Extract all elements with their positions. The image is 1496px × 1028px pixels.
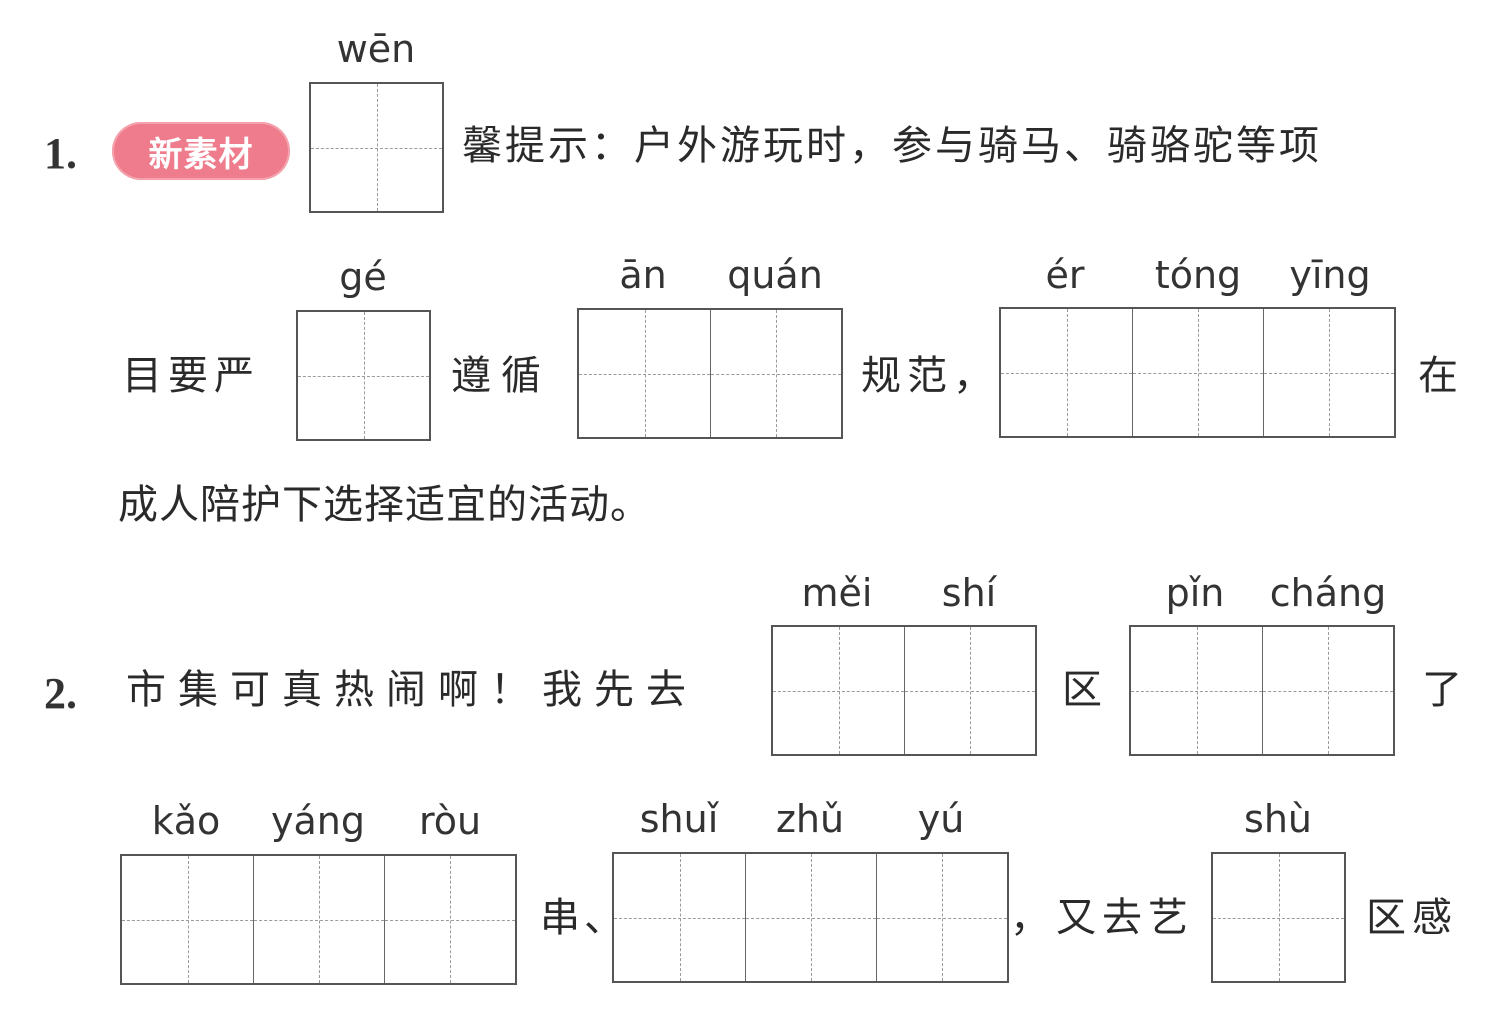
pinyin-rou: ròu [418,799,482,843]
answer-box-ertongying[interactable] [999,307,1396,438]
question-number-1: 1. [44,129,77,178]
writing-cell[interactable] [1131,627,1262,754]
writing-cell[interactable] [773,627,904,754]
pinyin-shui: shuǐ [639,797,719,841]
pinyin-shi: shí [941,571,997,615]
writing-cell[interactable] [298,312,429,439]
writing-cell[interactable] [710,310,841,437]
q1-line2-mid2: 规范， [861,353,999,399]
q1-line2-prefix: 目要严 [122,353,260,399]
pinyin-ying: yīng [1289,253,1371,297]
pinyin-zhu: zhǔ [775,797,845,841]
pinyin-yu: yú [917,797,965,841]
q2-line2-mid2: ，又去艺 [1010,895,1194,941]
answer-box-wen[interactable] [309,82,444,213]
q2-line1-text: 市集可真热闹啊！我先去 [126,667,698,713]
answer-box-meishi[interactable] [771,625,1037,756]
answer-box-ge[interactable] [296,310,431,441]
pinyin-quan: quán [727,253,823,297]
writing-cell[interactable] [384,856,515,983]
pinyin-ge: gé [339,255,387,299]
answer-box-shuizhuyu[interactable] [612,852,1009,983]
writing-cell[interactable] [876,854,1007,981]
q1-line2-mid1: 遵循 [451,353,551,399]
writing-cell[interactable] [579,310,710,437]
pinyin-yang: yáng [271,799,365,843]
answer-box-kaoyangrou[interactable] [120,854,517,985]
writing-cell[interactable] [904,627,1035,754]
writing-cell[interactable] [1263,309,1394,436]
writing-cell[interactable] [1132,309,1263,436]
writing-cell[interactable] [1001,309,1132,436]
q2-line2-mid1: 串、 [540,895,628,941]
answer-box-shu[interactable] [1211,852,1346,983]
pinyin-er: ér [1045,253,1085,297]
question-number-2: 2. [44,669,77,718]
writing-cell[interactable] [122,856,253,983]
q2-line2-end: 区感 [1366,895,1458,941]
pinyin-chang: cháng [1269,571,1387,615]
writing-cell[interactable] [1213,854,1344,981]
answer-box-pinchang[interactable] [1129,625,1395,756]
pinyin-shu: shù [1244,797,1312,841]
q1-line3-text: 成人陪护下选择适宜的活动。 [118,482,651,528]
pinyin-tong: tóng [1154,253,1242,297]
pinyin-wen: wēn [336,27,416,71]
pinyin-an: ān [619,253,667,297]
writing-cell[interactable] [311,84,442,211]
writing-cell[interactable] [253,856,384,983]
answer-box-anquan[interactable] [577,308,843,439]
q1-line2-end: 在 [1418,353,1458,399]
writing-cell[interactable] [614,854,745,981]
q2-line1-end: 了 [1422,667,1462,713]
writing-cell[interactable] [1262,627,1393,754]
writing-cell[interactable] [745,854,876,981]
pinyin-mei: měi [801,571,873,615]
pinyin-kao: kǎo [151,799,221,843]
new-material-badge: 新素材 [112,122,290,180]
q2-line1-mid: 区 [1062,667,1102,713]
q1-line1-text: 馨提示：户外游玩时，参与骑马、骑骆驼等项 [462,123,1322,169]
pinyin-pin: pǐn [1165,571,1225,615]
